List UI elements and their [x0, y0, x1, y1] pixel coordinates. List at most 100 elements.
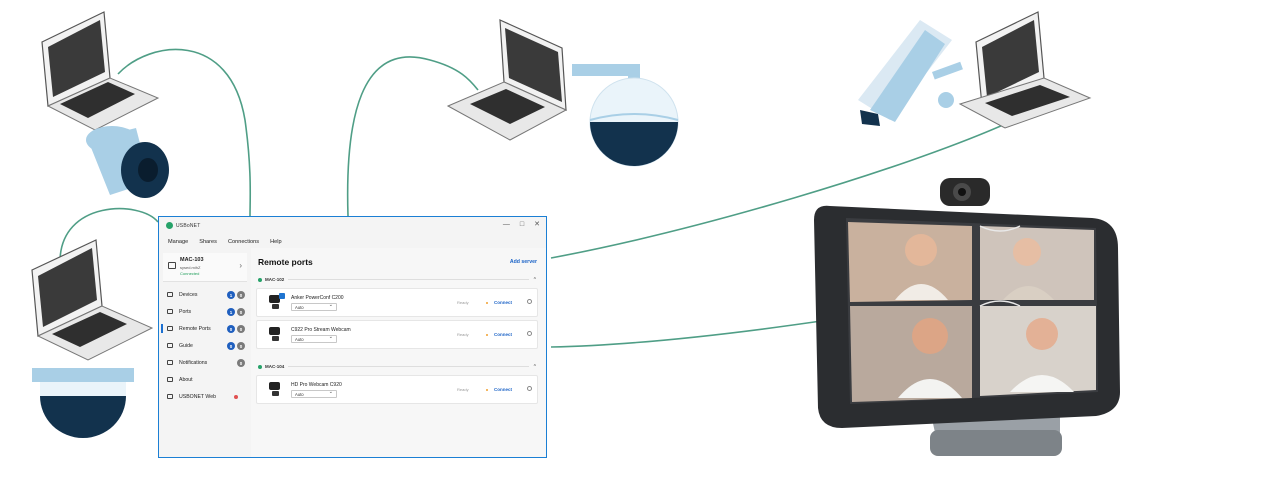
page-title: Remote ports: [258, 257, 313, 267]
sidebar-nav: Devices 1 0 Ports 1 0 Remote Ports: [159, 286, 251, 405]
laptop-icon: [31, 239, 154, 361]
title-bar: USBoNET — □ ✕: [159, 217, 546, 234]
divider: [288, 279, 529, 280]
device-status: Ready: [457, 387, 469, 392]
alert-dot: [234, 395, 238, 399]
server-name: MAC-103: [180, 257, 204, 263]
dome-camera-icon: [32, 368, 134, 438]
maximize-icon[interactable]: □: [519, 221, 525, 228]
status-dot: [486, 302, 488, 304]
link-laptop3: [59, 207, 159, 263]
main-panel: Remote ports Add server MAC-102 ⌃ Anker …: [251, 248, 546, 457]
sidebar-item-devices[interactable]: Devices 1 0: [159, 286, 251, 303]
laptop-icon: [446, 19, 568, 141]
devices-icon: [167, 292, 173, 297]
webcam-icon: [269, 295, 280, 303]
info-icon: [167, 377, 173, 382]
sidebar-item-about[interactable]: About: [159, 371, 251, 388]
chevron-up-icon[interactable]: ⌃: [532, 276, 537, 283]
active-indicator: [161, 324, 163, 333]
link-laptop2: [346, 56, 479, 217]
menu-bar: Manage Shares Connections Help: [159, 235, 546, 248]
badges: 0 0: [227, 325, 245, 333]
webcam-icon: [269, 382, 280, 390]
mode-select[interactable]: Auto: [291, 334, 337, 343]
server-user: sysed.mihZ: [180, 265, 201, 270]
globe-icon: [167, 394, 173, 399]
server-group-header[interactable]: MAC-102 ⌃: [258, 275, 537, 284]
webcam-base: [272, 304, 279, 309]
device-card: HD Pro Webcam C920 Auto Ready Connect: [256, 375, 538, 404]
connect-button[interactable]: Connect: [494, 300, 512, 305]
video-tiles: [848, 222, 1096, 402]
add-server-button[interactable]: Add server: [509, 259, 537, 265]
badges: 0 0: [227, 342, 245, 350]
device-card: Anker PowerConf C200 Auto Ready Connect: [256, 288, 538, 317]
guide-icon: [167, 343, 173, 348]
gear-icon[interactable]: [527, 331, 532, 336]
security-camera-icon: [86, 126, 169, 198]
laptop-icon: [958, 11, 1092, 129]
online-status-dot: [258, 277, 262, 282]
sidebar-item-label: USBONET Web: [179, 393, 216, 400]
webcam-base: [272, 336, 279, 341]
monitor-icon: [168, 262, 176, 269]
link-laptop4: [550, 124, 1004, 259]
menu-shares[interactable]: Shares: [199, 238, 217, 245]
status-dot: [486, 334, 488, 336]
remote-ports-icon: [167, 326, 173, 331]
status-dot: [486, 389, 488, 391]
server-status: Connected: [180, 271, 200, 276]
gear-icon[interactable]: [527, 299, 532, 304]
sidebar-item-label: Remote Ports: [179, 325, 211, 332]
close-icon[interactable]: ✕: [534, 221, 540, 228]
device-name: HD Pro Webcam C920: [291, 382, 342, 388]
menu-manage[interactable]: Manage: [168, 238, 189, 245]
connection-lines: [59, 48, 1004, 348]
window-controls: — □ ✕: [503, 221, 540, 228]
sidebar-item-usbonet-web[interactable]: USBONET Web: [159, 388, 251, 405]
app-logo-icon: [166, 222, 173, 229]
security-camera-icon: [858, 20, 963, 126]
server-card[interactable]: MAC-103 sysed.mihZ Connected ›: [163, 253, 247, 282]
count-badge: 0: [227, 325, 235, 333]
sidebar-item-notifications[interactable]: Notifications 0: [159, 354, 251, 371]
mode-select[interactable]: Auto: [291, 389, 337, 398]
sidebar-item-label: Notifications: [179, 359, 208, 366]
device-name: Anker PowerConf C200: [291, 295, 344, 301]
chevron-up-icon[interactable]: ⌃: [532, 363, 537, 370]
connect-button[interactable]: Connect: [494, 332, 512, 337]
laptop-icon: [41, 11, 160, 131]
webcam-base: [272, 391, 279, 396]
menu-connections[interactable]: Connections: [227, 238, 260, 245]
online-status-dot: [258, 364, 262, 369]
sidebar-item-remote-ports[interactable]: Remote Ports 0 0: [159, 320, 251, 337]
app-title: USBoNET: [176, 222, 201, 229]
count-badge: 0: [237, 325, 245, 333]
connect-button[interactable]: Connect: [494, 387, 512, 392]
menu-help[interactable]: Help: [270, 238, 282, 245]
webcam-icon: [269, 327, 280, 335]
server-group-header[interactable]: MAC-104 ⌃: [258, 362, 537, 371]
badges: 1 0: [227, 291, 245, 299]
sidebar-item-guide[interactable]: Guide 0 0: [159, 337, 251, 354]
sidebar-item-label: Devices: [179, 291, 198, 298]
group-name: MAC-102: [265, 277, 285, 282]
sidebar-item-label: Ports: [179, 308, 192, 315]
dome-camera-icon: [572, 64, 679, 167]
count-badge: 1: [227, 291, 235, 299]
gear-icon[interactable]: [527, 386, 532, 391]
count-badge: 0: [237, 291, 245, 299]
group-name: MAC-104: [265, 364, 285, 369]
link-laptop1: [117, 48, 252, 217]
app-window: USBoNET — □ ✕ Manage Shares Connections …: [158, 216, 547, 458]
minimize-icon[interactable]: —: [502, 221, 510, 228]
usb-icon: [279, 293, 285, 299]
count-badge: 0: [237, 308, 245, 316]
badges: 0: [237, 359, 245, 367]
device-status: Ready: [457, 300, 469, 305]
bell-icon: [167, 360, 173, 365]
mode-select[interactable]: Auto: [291, 302, 337, 311]
sidebar-item-ports[interactable]: Ports 1 0: [159, 303, 251, 320]
